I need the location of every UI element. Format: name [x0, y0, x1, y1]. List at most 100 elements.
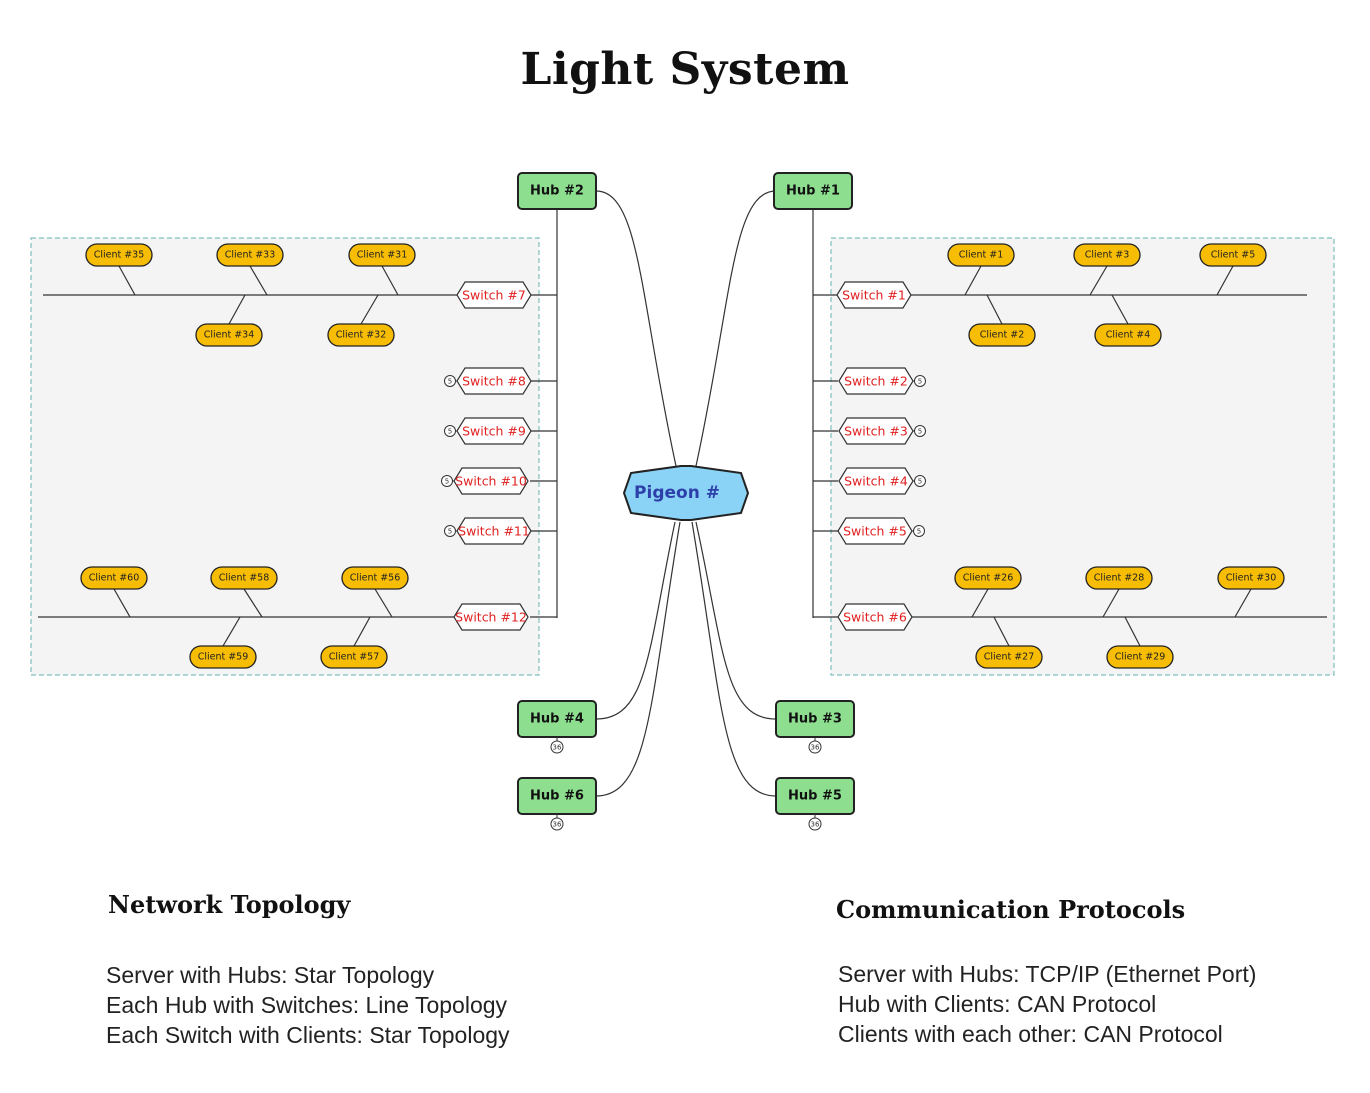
network-topology-heading: Network Topology — [108, 890, 351, 919]
client-label: Client #3 — [1085, 250, 1130, 261]
client-link-line — [964, 265, 982, 296]
count-badge-label: 36 — [811, 744, 820, 752]
switch-node: Switch #11 5 — [444, 517, 532, 545]
client-link-line — [360, 294, 379, 325]
switch-shape — [456, 367, 532, 395]
client-pill — [1106, 645, 1174, 669]
switch-shape — [837, 603, 913, 631]
client-link-line — [1124, 616, 1141, 647]
client-pill — [1073, 243, 1141, 267]
client-label: Client #57 — [329, 652, 380, 663]
switch-node: Switch #12 — [453, 603, 529, 631]
left-panel — [30, 237, 540, 676]
switch-label: Switch #4 — [844, 474, 908, 489]
count-badge-label: 5 — [445, 478, 449, 486]
client-label: Client #31 — [357, 250, 408, 261]
hub-node: Hub #636 — [517, 777, 597, 831]
client-node: Client #35 — [85, 243, 153, 267]
count-badge — [550, 740, 564, 754]
hub-label: Hub #2 — [530, 184, 584, 199]
count-badge — [914, 425, 926, 437]
count-badge-label: 5 — [918, 428, 922, 436]
client-pill — [320, 645, 388, 669]
client-node: Client #31 — [348, 243, 416, 267]
client-node: Client #58 — [210, 566, 278, 590]
count-badge — [914, 375, 926, 387]
server-hub-link — [695, 521, 777, 720]
switch-node: Switch #6 — [837, 603, 913, 631]
client-node: Client #33 — [216, 243, 284, 267]
network-topology-line: Each Switch with Clients: Star Topology — [106, 1022, 510, 1048]
network-topology-line: Each Hub with Switches: Line Topology — [106, 992, 508, 1018]
client-label: Client #56 — [350, 573, 401, 584]
switch-shape — [453, 603, 529, 631]
count-badge-label: 5 — [448, 378, 452, 386]
client-label: Client #4 — [1106, 330, 1151, 341]
client-link-line — [1089, 265, 1108, 296]
switch-node: Switch #4 5 — [838, 467, 926, 495]
server-label: Pigeon # — [634, 483, 720, 503]
switch-label: Switch #6 — [843, 610, 907, 625]
client-link-line — [1102, 588, 1120, 618]
server-shape — [622, 465, 750, 521]
client-label: Client #33 — [225, 250, 276, 261]
client-link-line — [249, 265, 268, 296]
client-pill — [947, 243, 1015, 267]
count-badge — [913, 525, 925, 537]
switch-node: Switch #1 — [836, 281, 912, 309]
server-hub-link — [595, 190, 677, 467]
client-label: Client #29 — [1115, 652, 1166, 663]
client-node: Client #57 — [320, 645, 388, 669]
client-pill — [195, 323, 263, 347]
hub-box — [517, 172, 597, 210]
hub-node: Hub #1 — [773, 172, 853, 210]
client-node: Client #1 — [947, 243, 1015, 267]
hub-node: Hub #3 36 — [775, 700, 855, 754]
switch-node: Switch #7 — [456, 281, 532, 309]
count-badge-label: 5 — [448, 528, 452, 536]
client-pill — [954, 566, 1022, 590]
client-pill — [210, 566, 278, 590]
count-badge — [444, 375, 456, 387]
client-pill — [968, 323, 1036, 347]
client-link-line — [374, 588, 393, 618]
count-badge — [808, 817, 822, 831]
switch-label: Switch #9 — [462, 424, 526, 439]
client-pill — [348, 243, 416, 267]
hub-node: Hub #536 — [775, 777, 855, 831]
client-link-line — [381, 265, 399, 296]
client-pill — [1085, 566, 1153, 590]
count-badge-label: 36 — [553, 821, 562, 829]
client-node: Client #59 — [189, 645, 257, 669]
switch-label: Switch #11 — [458, 524, 530, 539]
switch-shape — [836, 281, 912, 309]
switch-label: Switch #10 — [455, 474, 527, 489]
server-hub-link — [595, 521, 681, 797]
client-label: Client #30 — [1226, 573, 1277, 584]
switch-label: Switch #8 — [462, 374, 526, 389]
client-label: Client #58 — [219, 573, 270, 584]
hub-label: Hub #4 — [530, 712, 584, 727]
count-badge-label: 5 — [918, 478, 922, 486]
client-node: Client #56 — [341, 566, 409, 590]
count-badge-label: 5 — [918, 378, 922, 386]
switch-shape — [456, 517, 532, 545]
communication-protocols-line: Hub with Clients: CAN Protocol — [838, 991, 1157, 1017]
network-topology-line: Server with Hubs: Star Topology — [106, 962, 435, 988]
client-link-line — [1111, 294, 1129, 325]
count-badge — [444, 525, 456, 537]
switch-shape — [456, 417, 532, 445]
client-pill — [327, 323, 395, 347]
hub-label: Hub #3 — [788, 712, 842, 727]
client-pill — [1199, 243, 1267, 267]
client-pill — [189, 645, 257, 669]
client-label: Client #34 — [204, 330, 255, 341]
count-badge — [914, 475, 926, 487]
count-badge-label: 36 — [553, 744, 562, 752]
server-hub-link — [595, 521, 676, 720]
client-link-line — [113, 588, 131, 618]
hub-node: Hub #2 — [517, 172, 597, 210]
